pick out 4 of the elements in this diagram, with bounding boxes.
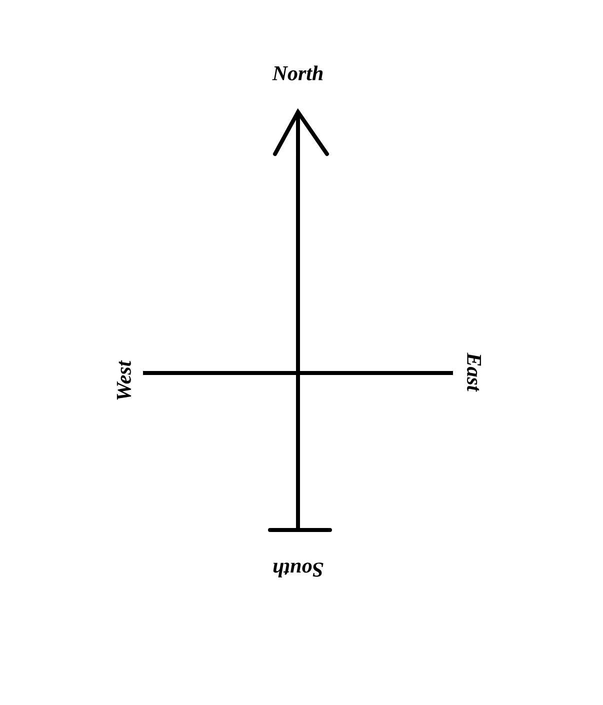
direction-label: East [467, 352, 481, 392]
direction-label: West [116, 360, 132, 400]
direction-label: North [272, 66, 323, 80]
direction-label: South [273, 562, 324, 578]
